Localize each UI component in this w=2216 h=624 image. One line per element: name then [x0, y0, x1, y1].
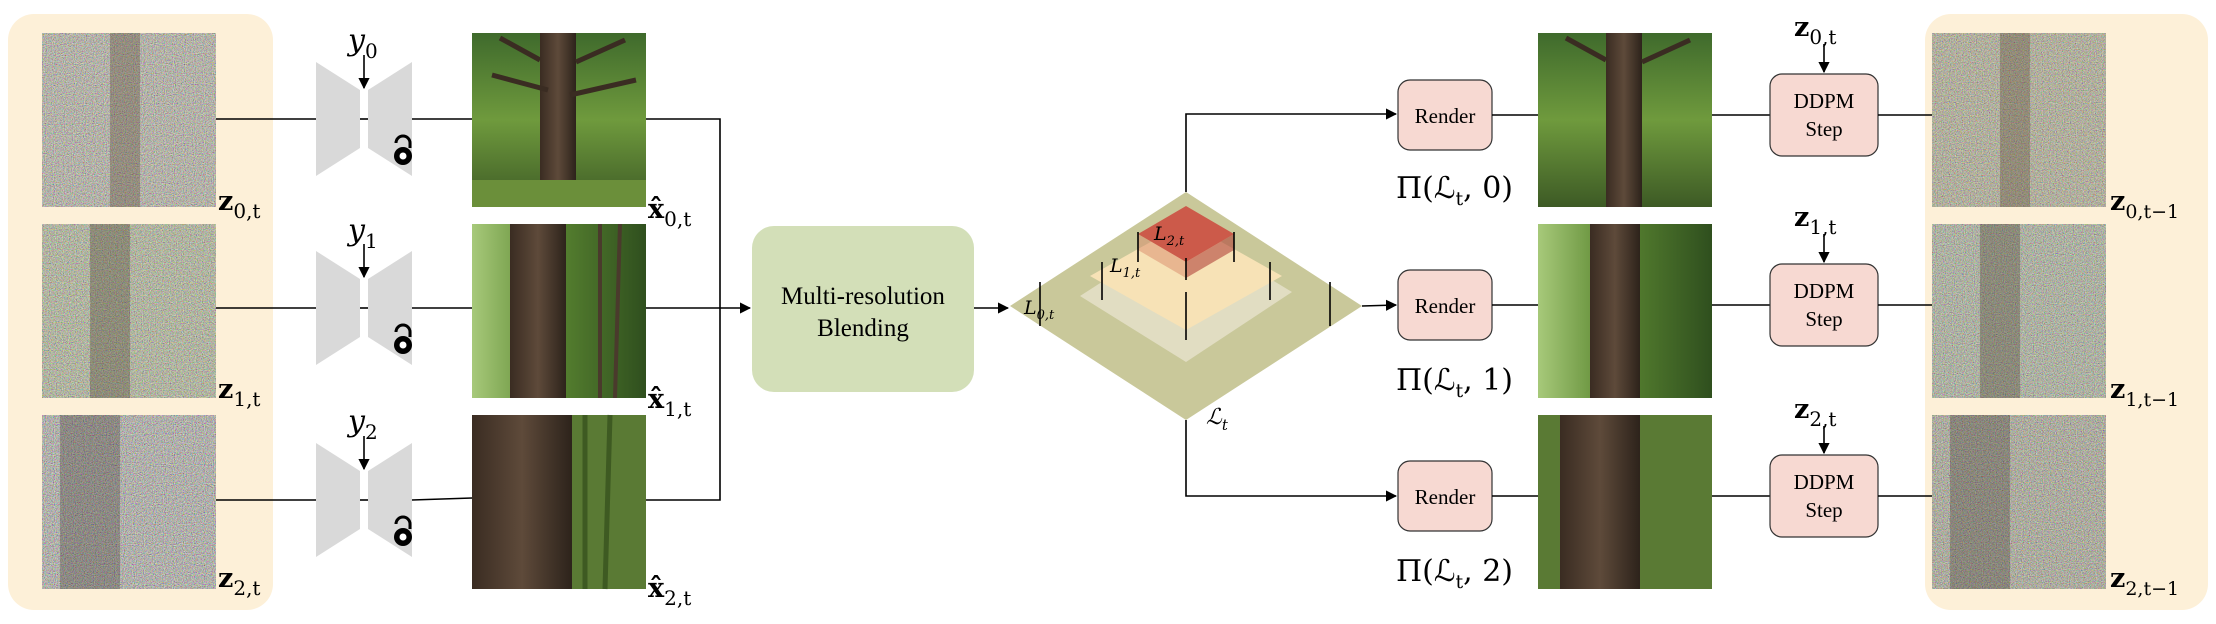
projection-label-1: Π(ℒt, 1) — [1396, 363, 1513, 402]
ddpm-step-box-0 — [1769, 73, 1879, 157]
render-label-2: Render — [1415, 485, 1476, 509]
pyramid-level-label-2: L2,t — [1153, 223, 1185, 249]
denoised-latent-image-1 — [1932, 224, 2106, 398]
ddpm-input-label-0: z0,t — [1794, 12, 1836, 49]
blend-label-line1: Multi-resolution — [781, 283, 945, 310]
latent-label-2: z2,t — [218, 563, 260, 600]
projection-label-2: Π(ℒt, 2) — [1396, 554, 1513, 593]
render-label-1: Render — [1415, 294, 1476, 318]
ddpm-step-box-2 — [1769, 454, 1879, 538]
pyramid-level-label-0: L0,t — [1023, 297, 1055, 323]
prompt-label-0: y0 — [346, 23, 378, 63]
lock-icon — [394, 134, 412, 165]
pyramid-level-label-1: L1,t — [1109, 255, 1141, 281]
ddpm-label-line1-1: DDPM — [1794, 279, 1855, 303]
denoised-latent-image-2 — [1932, 415, 2106, 589]
frozen-denoiser-1 — [316, 244, 472, 365]
ddpm-label-line2-2: Step — [1805, 498, 1842, 522]
rendered-image-1 — [1538, 224, 1712, 398]
prompt-label-2: y2 — [346, 404, 378, 444]
noisy-latent-image-1 — [42, 224, 216, 398]
rendered-image-0 — [1538, 33, 1712, 207]
noisy-latent-image-0 — [42, 33, 216, 207]
multi-resolution-blending-box — [752, 226, 974, 392]
latent-label-1: z1,t — [218, 374, 260, 411]
rendered-image-2 — [1538, 415, 1712, 589]
lock-icon — [394, 323, 412, 354]
output-latent-label-1: z1,t−1 — [2110, 374, 2179, 411]
ddpm-input-label-2: z2,t — [1794, 394, 1836, 431]
ddpm-label-line1-0: DDPM — [1794, 89, 1855, 113]
pyramid-stack-label: ℒt — [1206, 405, 1229, 434]
output-latent-label-2: z2,t−1 — [2110, 563, 2179, 600]
prompt-label-1: y1 — [346, 213, 378, 253]
ddpm-input-label-1: z1,t — [1794, 202, 1836, 239]
predicted-image-1 — [472, 223, 646, 399]
predicted-image-0 — [472, 33, 646, 207]
output-latent-label-0: z0,t−1 — [2110, 186, 2179, 223]
lock-icon — [394, 515, 412, 546]
frozen-denoiser-2 — [316, 436, 473, 557]
noisy-latent-image-2 — [42, 415, 216, 589]
ddpm-label-line2-0: Step — [1805, 117, 1842, 141]
projection-label-0: Π(ℒt, 0) — [1396, 171, 1513, 210]
denoised-latent-image-0 — [1932, 33, 2106, 207]
render-label-0: Render — [1415, 104, 1476, 128]
prediction-label-1: x̂1,t — [648, 384, 691, 421]
ddpm-label-line2-1: Step — [1805, 307, 1842, 331]
frozen-denoiser-0 — [316, 55, 472, 176]
blend-label-line2: Blending — [817, 315, 909, 342]
laplacian-pyramid — [1010, 192, 1362, 420]
ddpm-label-line1-2: DDPM — [1794, 470, 1855, 494]
prediction-label-2: x̂2,t — [648, 573, 691, 610]
latent-label-0: z0,t — [218, 186, 260, 223]
ddpm-step-box-1 — [1769, 263, 1879, 347]
prediction-label-0: x̂0,t — [648, 194, 691, 231]
predicted-image-2 — [472, 414, 646, 590]
